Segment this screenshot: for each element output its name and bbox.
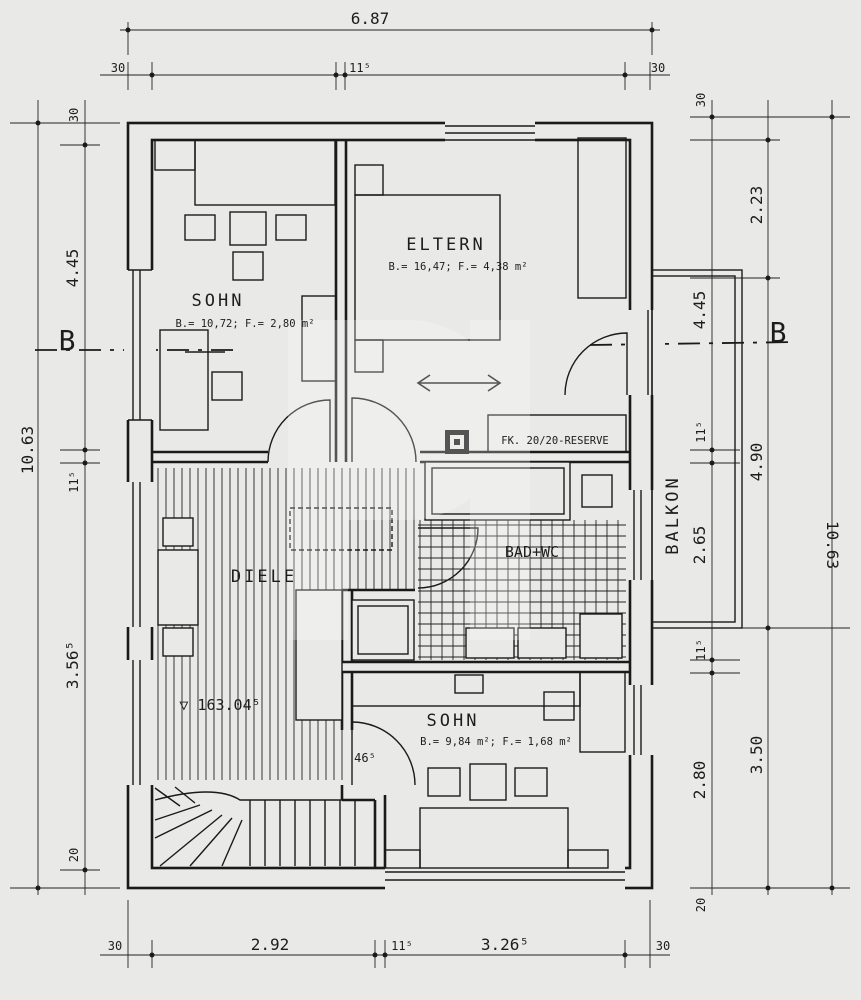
door-swings bbox=[267, 332, 628, 786]
dim-left-wall-bottom: 20 bbox=[67, 848, 81, 862]
dim-bottom-right-wall: 30 bbox=[656, 939, 670, 953]
chimney bbox=[445, 430, 469, 454]
room-diele-name: DIELE bbox=[231, 567, 297, 587]
room-diele-level: ▽ 163.04⁵ bbox=[179, 696, 260, 714]
balcony bbox=[651, 269, 743, 629]
dim-left-seg-bottom: 3.56⁵ bbox=[63, 641, 82, 689]
dim-right-seg-f: 3.50 bbox=[747, 736, 766, 775]
dim-bottom-seg2: 3.26⁵ bbox=[481, 935, 529, 954]
dim-top-overall: 6.87 bbox=[351, 9, 390, 28]
dim-bottom-left-wall: 30 bbox=[108, 939, 122, 953]
dim-right-seg-a: 2.23 bbox=[747, 186, 766, 225]
furniture-sohn-bottom bbox=[351, 671, 626, 869]
staircase bbox=[154, 786, 375, 867]
dim-right-seg-c: 4.90 bbox=[747, 443, 766, 482]
room-sohn-top-name: SOHN bbox=[192, 291, 245, 311]
dim-right-seg-b: 4.45 bbox=[690, 291, 709, 330]
dim-bottom-seg1: 2.92 bbox=[251, 935, 290, 954]
dim-right-wall-mid2: 11⁵ bbox=[694, 639, 708, 661]
dim-top-right-wall: 30 bbox=[651, 61, 665, 75]
room-sohn-bottom-area: B.= 9,84 m²; F.= 1,68 m² bbox=[420, 736, 572, 748]
watermark-letters bbox=[288, 320, 530, 640]
chimney-note: FK. 20/20-RESERVE bbox=[501, 435, 608, 447]
dim-bottom-inner-wall: 11⁵ bbox=[391, 939, 413, 953]
furniture-sohn-top bbox=[154, 139, 337, 431]
section-mark-left: B bbox=[59, 324, 76, 357]
room-eltern-area: B.= 16,47; F.= 4,38 m² bbox=[388, 261, 527, 273]
dim-right-overall: 10.63 bbox=[823, 521, 842, 569]
dim-left-inner-wall: 11⁵ bbox=[67, 471, 81, 493]
dim-right-wall-top: 30 bbox=[694, 93, 708, 107]
dim-right-seg-d: 2.65 bbox=[690, 526, 709, 565]
section-mark-right: B bbox=[770, 316, 787, 349]
furniture-eltern bbox=[354, 137, 627, 453]
furniture-bad bbox=[351, 461, 623, 661]
dim-right-seg-e: 2.80 bbox=[690, 761, 709, 800]
room-balkon-name: BALKON bbox=[663, 475, 683, 554]
room-bad-name: BAD+WC bbox=[505, 543, 559, 561]
dimension-ticks bbox=[35, 27, 835, 958]
dim-top-left-wall: 30 bbox=[111, 61, 125, 75]
room-sohn-bottom-name: SOHN bbox=[427, 711, 480, 731]
room-sohn-top-area: B.= 10,72; F.= 2,80 m² bbox=[175, 318, 314, 330]
furniture-diele bbox=[157, 507, 393, 721]
dim-right-wall-mid: 11⁵ bbox=[694, 421, 708, 443]
dim-top-inner-wall: 11⁵ bbox=[349, 61, 371, 75]
dim-left-wall-top: 30 bbox=[67, 108, 81, 122]
room-eltern-name: ELTERN bbox=[406, 235, 485, 255]
door-width-note: 46⁵ bbox=[354, 751, 376, 765]
dim-left-seg-top: 4.45 bbox=[63, 249, 82, 288]
dim-left-overall: 10.63 bbox=[18, 426, 37, 474]
dim-right-wall-bottom: 20 bbox=[694, 898, 708, 912]
